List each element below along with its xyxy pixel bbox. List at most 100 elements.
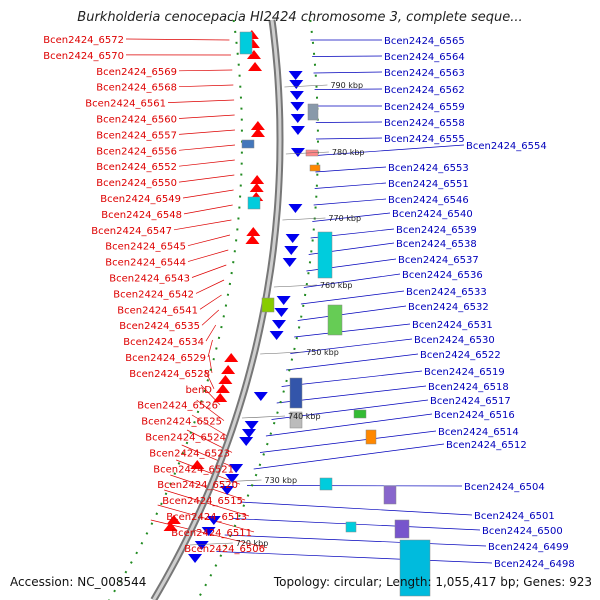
left-leader-line [187, 234, 231, 247]
left-leader-line [176, 459, 241, 485]
reverse-gene-arrow [269, 331, 284, 340]
right-gene-label[interactable]: Bcen2424_6558 [384, 118, 465, 129]
right-leader-line [259, 430, 437, 453]
right-gene-label[interactable]: Bcen2424_6500 [482, 526, 563, 537]
right-gene-label[interactable]: Bcen2424_6531 [412, 320, 493, 331]
right-gene-label[interactable]: Bcen2424_6554 [466, 141, 547, 152]
right-gene-label[interactable]: Bcen2424_6564 [384, 52, 465, 63]
right-gene-label[interactable]: Bcen2424_6551 [388, 179, 469, 190]
right-leader-line [315, 166, 387, 173]
right-gene-label[interactable]: Bcen2424_6537 [398, 255, 479, 266]
right-gene-label[interactable]: Bcen2424_6553 [388, 163, 469, 174]
right-gene-label[interactable]: Bcen2424_6516 [434, 410, 515, 421]
left-gene-label[interactable]: Bcen2424_6543 [109, 274, 190, 285]
right-gene-label[interactable]: Bcen2424_6512 [446, 440, 527, 451]
left-gene-label[interactable]: Bcen2424_6528 [129, 369, 210, 380]
left-gene-label[interactable]: Bcen2424_6568 [96, 83, 177, 94]
left-gene-label[interactable]: Bcen2424_6515 [162, 496, 243, 507]
right-gene-label[interactable]: Bcen2424_6538 [396, 239, 477, 250]
right-gene-label[interactable]: Bcen2424_6514 [438, 427, 519, 438]
left-gene-label[interactable]: Bcen2424_6569 [96, 67, 177, 78]
gene-block [365, 429, 377, 445]
right-gene-label[interactable]: Bcen2424_6532 [408, 302, 489, 313]
left-gene-label[interactable]: Bcen2424_6556 [96, 146, 177, 157]
inner-tick-ring [108, 19, 244, 600]
right-gene-label[interactable]: Bcen2424_6501 [474, 511, 555, 522]
left-gene-label[interactable]: benD [185, 385, 212, 396]
right-gene-label[interactable]: Bcen2424_6504 [464, 482, 545, 493]
left-leader-line [204, 369, 215, 389]
right-gene-label[interactable]: Bcen2424_6559 [384, 102, 465, 113]
left-gene-label[interactable]: Bcen2424_6520 [157, 480, 238, 491]
reverse-gene-arrow [229, 464, 244, 473]
map-title: Burkholderia cenocepacia HI2424 chromoso… [77, 10, 523, 25]
right-gene-label[interactable]: Bcen2424_6540 [392, 209, 473, 220]
right-gene-label[interactable]: Bcen2424_6555 [384, 134, 465, 145]
left-gene-label[interactable]: Bcen2424_6534 [123, 337, 204, 348]
kbp-tick-label: 760 kbp [320, 281, 353, 290]
kbp-tick-label: 770 kbp [328, 214, 361, 223]
right-gene-label[interactable]: Bcen2424_6562 [384, 85, 465, 96]
reverse-gene-arrow [289, 80, 304, 89]
right-gene-label[interactable]: Bcen2424_6533 [406, 287, 487, 298]
left-gene-label[interactable]: Bcen2424_6525 [141, 417, 222, 428]
right-gene-label[interactable]: Bcen2424_6565 [384, 36, 465, 47]
gene-block [261, 297, 275, 313]
left-leader-line [167, 99, 235, 103]
gene-block [289, 377, 303, 409]
right-gene-label[interactable]: Bcen2424_6522 [420, 350, 501, 361]
reverse-gene-arrow [282, 258, 297, 267]
left-gene-label[interactable]: Bcen2424_6572 [43, 35, 124, 46]
right-gene-label[interactable]: Bcen2424_6519 [424, 367, 505, 378]
left-gene-label[interactable]: Bcen2424_6557 [96, 130, 177, 141]
right-gene-label[interactable]: Bcen2424_6499 [488, 542, 569, 553]
left-leader-line [191, 414, 229, 437]
left-gene-label[interactable]: Bcen2424_6523 [149, 448, 230, 459]
right-gene-label[interactable]: Bcen2424_6518 [428, 382, 509, 393]
accession-text: Accession: NC_008544 [10, 575, 147, 589]
left-gene-label[interactable]: Bcen2424_6513 [166, 512, 247, 523]
left-gene-label[interactable]: Bcen2424_6550 [96, 178, 177, 189]
reverse-gene-arrow [201, 527, 216, 536]
left-gene-label[interactable]: Bcen2424_6529 [125, 353, 206, 364]
right-gene-label[interactable]: Bcen2424_6563 [384, 68, 465, 79]
left-gene-label[interactable]: Bcen2424_6570 [43, 51, 124, 62]
left-gene-label[interactable]: Bcen2424_6548 [101, 210, 182, 221]
forward-gene-arrow [248, 62, 263, 71]
kbp-tick-mark [218, 479, 262, 483]
right-gene-label[interactable]: Bcen2424_6536 [402, 270, 483, 281]
left-gene-label[interactable]: Bcen2424_6560 [96, 115, 177, 126]
right-gene-label[interactable]: Bcen2424_6530 [414, 335, 495, 346]
right-leader-line [216, 551, 493, 564]
left-gene-label[interactable]: Bcen2424_6535 [119, 321, 200, 332]
left-gene-label[interactable]: Bcen2424_6521 [153, 464, 234, 475]
left-gene-label[interactable]: Bcen2424_6552 [96, 162, 177, 173]
left-gene-label[interactable]: Bcen2424_6549 [100, 194, 181, 205]
right-gene-label[interactable]: Bcen2424_6517 [430, 396, 511, 407]
left-gene-label[interactable]: Bcen2424_6524 [145, 433, 226, 444]
reverse-gene-arrow [225, 474, 240, 483]
left-gene-label[interactable]: Bcen2424_6511 [171, 528, 252, 539]
left-leader-line [183, 204, 233, 215]
left-gene-label[interactable]: Bcen2424_6542 [113, 289, 194, 300]
kbp-tick-mark [273, 284, 317, 288]
left-gene-label[interactable]: Bcen2424_6541 [117, 305, 198, 316]
left-gene-label[interactable]: Bcen2424_6545 [105, 242, 186, 253]
left-gene-label[interactable]: Bcen2424_6547 [91, 226, 172, 237]
kbp-tick-mark [241, 415, 286, 419]
left-gene-label[interactable]: Bcen2424_6526 [137, 401, 218, 412]
reverse-gene-arrow [290, 114, 305, 123]
right-leader-line [232, 518, 481, 531]
right-gene-label[interactable]: Bcen2424_6546 [388, 195, 469, 206]
left-gene-label[interactable]: Bcen2424_6544 [105, 258, 186, 269]
left-gene-label[interactable]: Bcen2424_6561 [85, 99, 166, 110]
gene-block [317, 231, 333, 279]
left-leader-line [178, 114, 235, 119]
right-gene-label[interactable]: Bcen2424_6539 [396, 225, 477, 236]
left-leader-line [199, 294, 222, 310]
gene-block [309, 164, 321, 172]
right-gene-label[interactable]: Bcen2424_6498 [494, 559, 575, 570]
left-gene-label[interactable]: Bcen2424_6506 [184, 544, 265, 555]
